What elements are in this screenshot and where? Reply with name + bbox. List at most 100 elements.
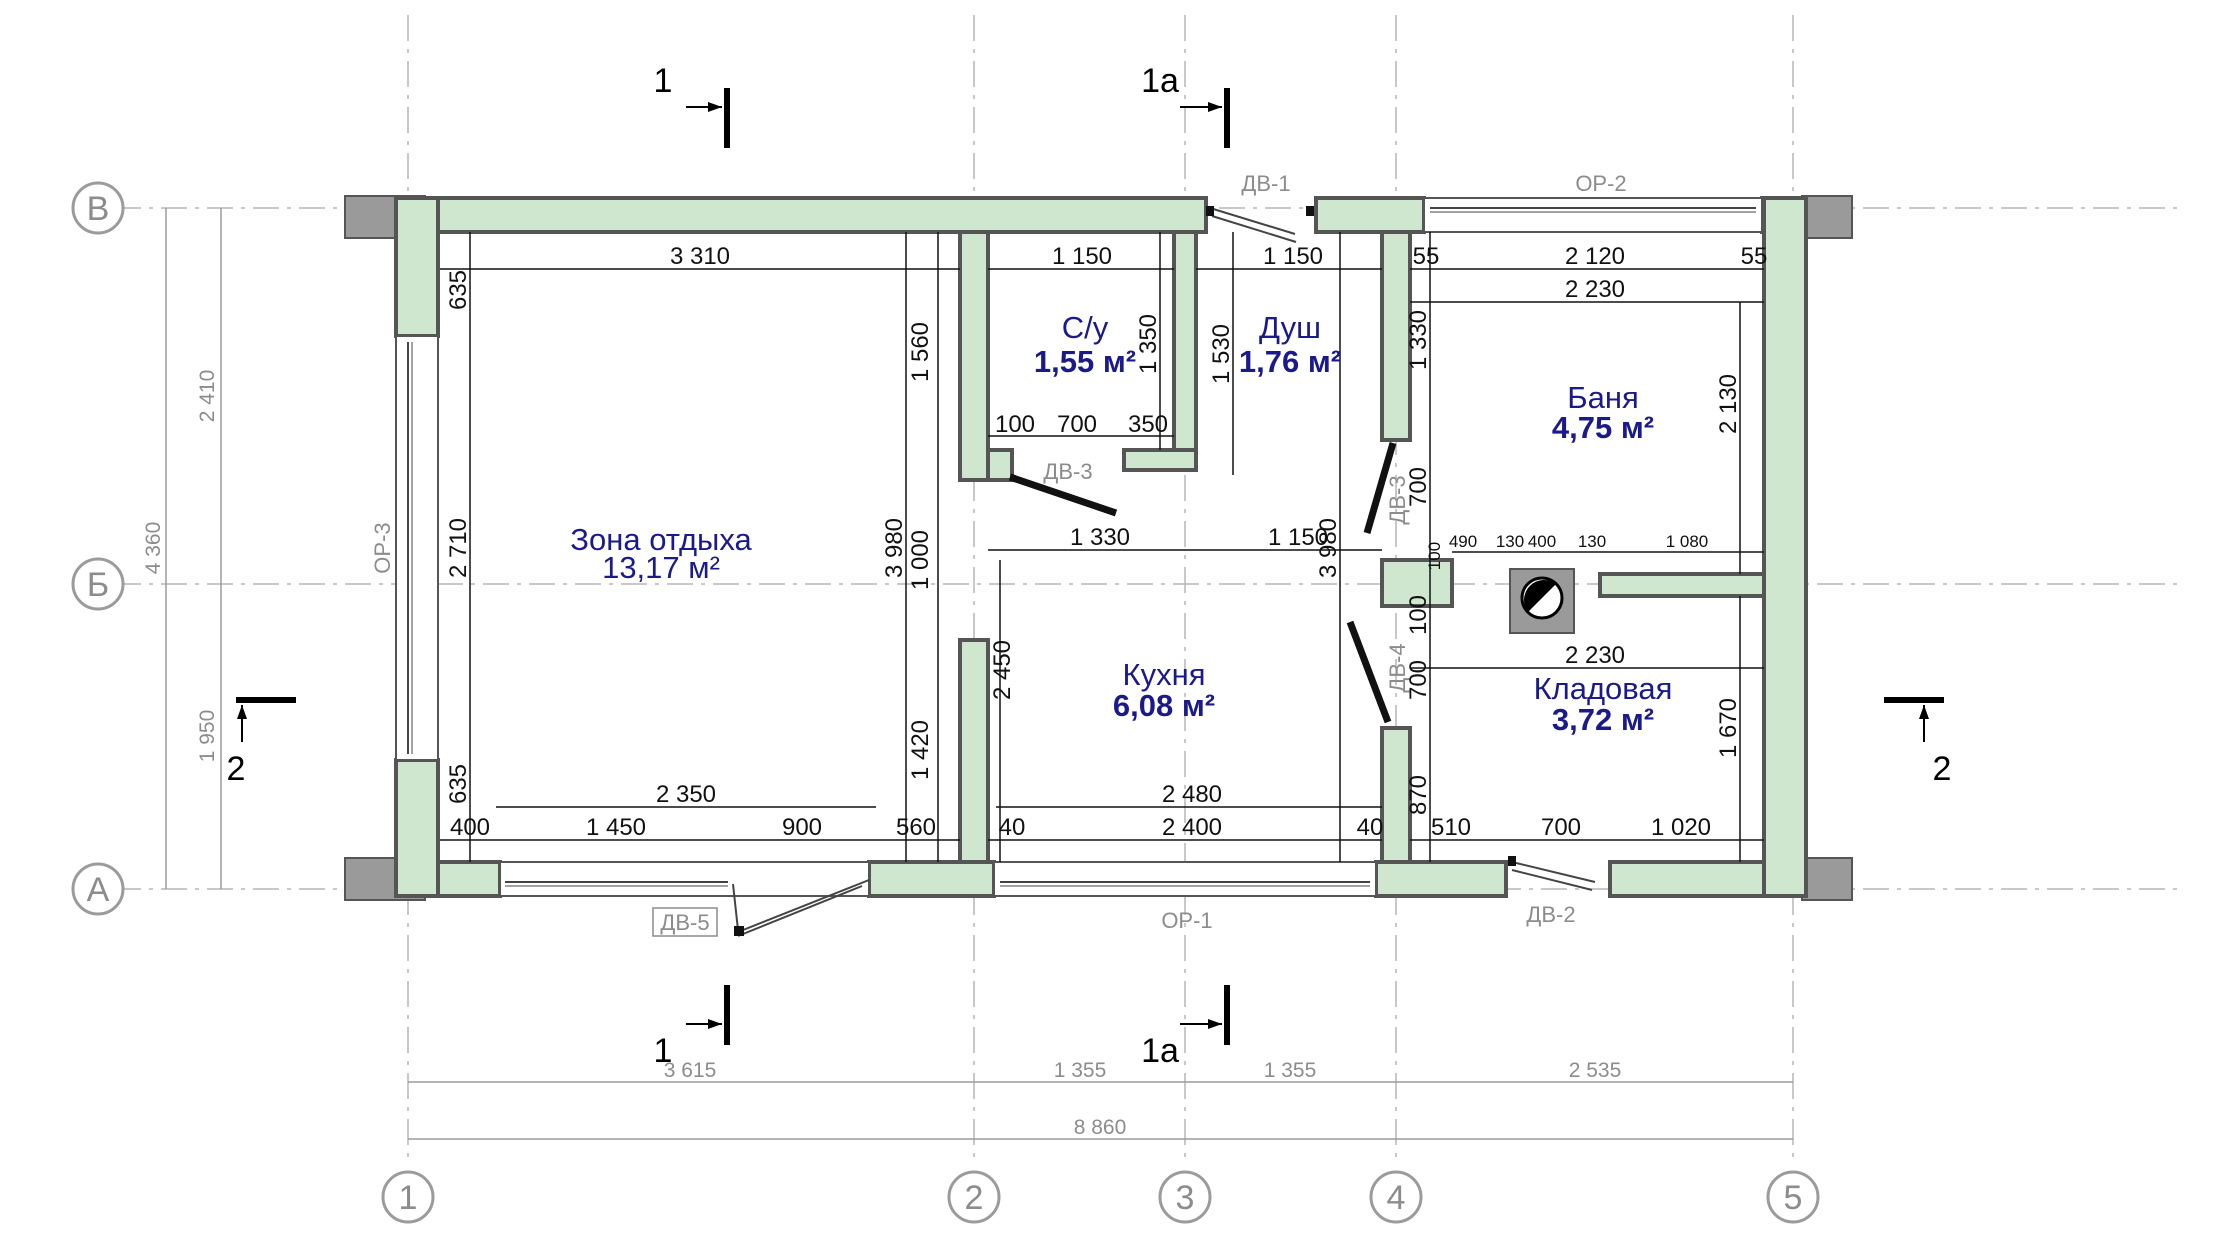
svg-text:2 120: 2 120	[1565, 243, 1625, 270]
room-kladovaya: Кладовая 3,72 м²	[1534, 671, 1673, 737]
svg-text:2: 2	[1933, 750, 1952, 788]
svg-text:ДВ-5: ДВ-5	[660, 910, 709, 935]
svg-text:1 000: 1 000	[907, 530, 934, 590]
door-dv-5	[732, 879, 870, 937]
svg-text:55: 55	[1413, 243, 1440, 270]
svg-text:700: 700	[1541, 814, 1581, 841]
window-or-1	[993, 861, 1377, 897]
section-mark-1-top: 1	[654, 62, 730, 148]
svg-text:40: 40	[999, 814, 1026, 841]
tag-or-2: ОР-2	[1575, 171, 1626, 196]
dim-8860: 8 860	[1074, 1116, 1127, 1139]
axis-bubble-col-5: 5	[1766, 1170, 1820, 1224]
room-zona-otdykha: Зона отдыха 13,17 м²	[570, 522, 752, 585]
svg-text:1 020: 1 020	[1651, 814, 1711, 841]
svg-text:1 560: 1 560	[907, 322, 934, 382]
foundation-stubs	[344, 195, 1853, 901]
room-banya: Баня 4,75 м²	[1552, 380, 1654, 445]
svg-text:40: 40	[1357, 814, 1384, 841]
svg-text:С/у: С/у	[1062, 310, 1109, 345]
room-su: С/у 1,55 м²	[1034, 310, 1136, 379]
axis-bubble-col-2: 2	[947, 1170, 1001, 1224]
svg-text:1 530: 1 530	[1208, 324, 1235, 384]
window-bottom-left	[499, 861, 870, 897]
svg-text:2 230: 2 230	[1565, 276, 1625, 303]
svg-text:870: 870	[1405, 775, 1432, 815]
svg-text:1 670: 1 670	[1715, 698, 1742, 758]
svg-text:130: 130	[1578, 532, 1606, 551]
svg-text:1 330: 1 330	[1070, 524, 1130, 551]
svg-text:3,72 м²: 3,72 м²	[1552, 702, 1654, 737]
window-or-2	[1423, 197, 1763, 233]
walls	[394, 196, 1808, 898]
dim-2535: 2 535	[1569, 1059, 1622, 1082]
svg-text:1а: 1а	[1141, 1032, 1179, 1070]
svg-text:100: 100	[1405, 595, 1432, 635]
tag-dv-2: ДВ-2	[1526, 902, 1575, 927]
svg-text:1: 1	[399, 1179, 418, 1217]
svg-text:А: А	[87, 871, 110, 909]
svg-text:Душ: Душ	[1259, 310, 1321, 345]
axis-bubble-col-1: 1	[381, 1170, 435, 1224]
inner-dimension-labels-vertical: 635 2 710 635 1 560 3 980 1 000 1 420 1 …	[445, 270, 1742, 815]
stove-chimney	[1509, 568, 1575, 634]
svg-text:55: 55	[1741, 243, 1768, 270]
tag-dv-4: ДВ-4	[1385, 643, 1410, 692]
svg-text:100: 100	[995, 411, 1035, 438]
svg-text:2: 2	[227, 750, 246, 788]
svg-text:4: 4	[1387, 1179, 1406, 1217]
section-mark-2-right: 2	[1884, 697, 1952, 788]
tag-dv-1: ДВ-1	[1241, 171, 1290, 196]
inner-dimension-labels: 3 310 1 150 1 150 55 2 120 55 2 230 100 …	[450, 243, 1767, 841]
svg-text:1: 1	[654, 62, 673, 100]
section-mark-2-left: 2	[227, 697, 296, 788]
axis-bubble-row-a: А	[71, 862, 125, 916]
dim-1950: 1 950	[196, 710, 219, 763]
axis-bubble-col-4: 4	[1369, 1170, 1423, 1224]
axis-bubble-row-v: В	[71, 181, 125, 235]
svg-text:1 450: 1 450	[586, 814, 646, 841]
section-mark-1-bottom: 1	[654, 985, 730, 1070]
svg-text:1,55 м²: 1,55 м²	[1034, 344, 1136, 379]
svg-text:1: 1	[654, 1032, 673, 1070]
svg-text:400: 400	[450, 814, 490, 841]
svg-text:3 310: 3 310	[670, 243, 730, 270]
svg-text:Б: Б	[87, 566, 109, 604]
svg-text:700: 700	[1057, 411, 1097, 438]
svg-text:100: 100	[1425, 542, 1444, 570]
svg-text:Зона отдыха: Зона отдыха	[570, 522, 752, 557]
tag-or-3: ОР-3	[370, 522, 395, 573]
svg-text:3: 3	[1176, 1179, 1195, 1217]
svg-text:700: 700	[1405, 467, 1432, 507]
svg-text:2 130: 2 130	[1715, 374, 1742, 434]
svg-text:2: 2	[965, 1179, 984, 1217]
tag-dv-3-su: ДВ-3	[1043, 459, 1092, 484]
dim-3615: 3 615	[664, 1059, 717, 1082]
section-mark-1a-bottom: 1а	[1141, 985, 1230, 1070]
svg-text:1 150: 1 150	[1052, 243, 1112, 270]
svg-text:130: 130	[1496, 532, 1524, 551]
dim-1355-b: 1 355	[1264, 1059, 1317, 1082]
dim-1355-a: 1 355	[1054, 1059, 1107, 1082]
svg-text:5: 5	[1784, 1179, 1803, 1217]
dimension-lines	[440, 232, 1764, 862]
svg-text:1 150: 1 150	[1263, 243, 1323, 270]
door-dv-1	[1206, 206, 1314, 243]
tag-dv-5: ДВ-5	[652, 907, 718, 937]
axis-bubble-row-b: Б	[71, 557, 125, 611]
svg-text:1а: 1а	[1141, 62, 1179, 100]
svg-text:400: 400	[1528, 532, 1556, 551]
svg-text:1 330: 1 330	[1405, 310, 1432, 370]
svg-text:2 710: 2 710	[445, 518, 472, 578]
svg-text:2 230: 2 230	[1565, 642, 1625, 669]
window-or-3	[395, 335, 439, 761]
svg-text:560: 560	[896, 814, 936, 841]
axis-bubble-col-3: 3	[1158, 1170, 1212, 1224]
svg-text:13,17 м²: 13,17 м²	[602, 550, 720, 585]
svg-text:3 980: 3 980	[881, 518, 908, 578]
svg-text:2 480: 2 480	[1162, 781, 1222, 808]
svg-text:Кухня: Кухня	[1123, 657, 1206, 692]
door-leaves	[1008, 442, 1397, 724]
room-dush: Душ 1,76 м²	[1239, 310, 1341, 379]
